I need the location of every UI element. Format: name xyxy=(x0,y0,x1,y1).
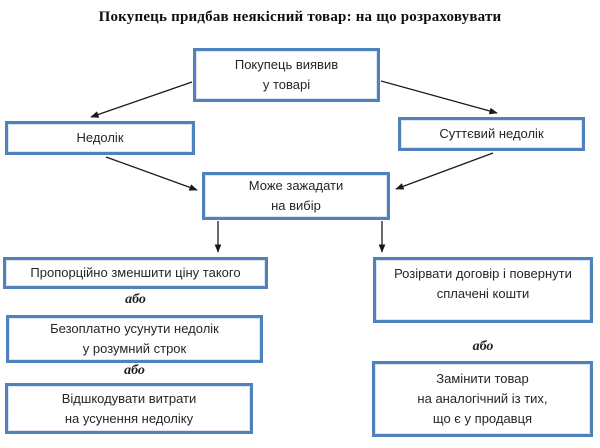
node-line: Замінити товар xyxy=(436,371,529,386)
page-title: Покупець придбав неякісний товар: на що … xyxy=(98,9,502,25)
node-reduce-price: Пропорційно зменшити ціну такого xyxy=(3,257,268,289)
arrow-discovered-to-defect xyxy=(90,81,193,118)
or-separator: або xyxy=(472,339,494,354)
node-line: що є у продавця xyxy=(432,411,533,426)
node-free-repair: Безоплатно усунути недолік у розумний ст… xyxy=(6,315,263,363)
node-defect: Недолік xyxy=(5,121,195,155)
arrow-discovered-to-significant xyxy=(380,80,498,115)
node-line: на усунення недоліку xyxy=(64,410,194,426)
arrow-defect-to-demand xyxy=(105,156,198,191)
node-line: Пропорційно зменшити ціну такого xyxy=(30,265,241,280)
node-significant-defect: Суттєвий недолік xyxy=(398,117,585,151)
node-line: Недолік xyxy=(76,130,124,145)
node-line: Розірвати договір і повернути xyxy=(394,266,572,281)
node-terminate-contract: Розірвати договір і повернути сплачені к… xyxy=(373,257,593,323)
node-may-demand: Може зажадати на вибір xyxy=(202,172,390,220)
node-line: у розумний строк xyxy=(82,341,187,356)
node-line: у товарі xyxy=(262,77,311,92)
node-line: Суттєвий недолік xyxy=(439,126,544,141)
or-separator: або xyxy=(125,292,146,307)
or-separator: або xyxy=(124,363,145,378)
node-line: на вибір xyxy=(271,198,321,213)
node-buyer-discovered: Покупець виявив у товарі xyxy=(193,48,380,102)
node-replace-goods: Замінити товар на аналогічний із тих, що… xyxy=(372,361,593,437)
arrow-significant-to-demand xyxy=(395,152,494,190)
node-line: на аналогічний із тих, xyxy=(417,391,548,406)
node-line: Може зажадати xyxy=(248,178,344,193)
node-line: Покупець виявив xyxy=(234,57,339,72)
node-line: Відшкодувати витрати xyxy=(61,390,197,406)
node-line: сплачені кошти xyxy=(436,286,530,301)
node-line: Безоплатно усунути недолік xyxy=(50,321,219,336)
node-reimburse-expenses: Відшкодувати витрати на усунення недолік… xyxy=(5,383,253,434)
